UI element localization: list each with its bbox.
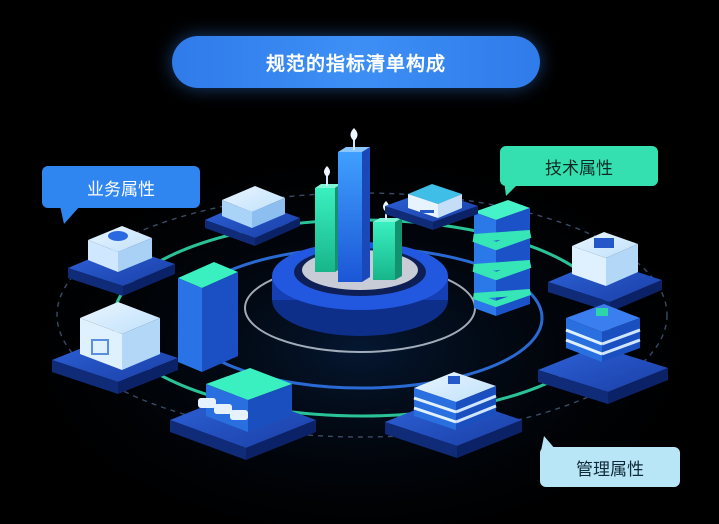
callout-business-pointer bbox=[60, 206, 80, 224]
page-title: 规范的指标清单构成 bbox=[172, 36, 540, 88]
satellite-platforms bbox=[52, 184, 668, 460]
platform-chip-stack bbox=[538, 304, 668, 404]
platform-chat-box bbox=[68, 226, 175, 296]
database-stack-right-icon bbox=[472, 200, 532, 316]
callout-technical-attributes: 技术属性 bbox=[500, 146, 658, 186]
platform-card-stack bbox=[385, 184, 478, 230]
server-column-left-icon bbox=[178, 262, 238, 372]
platform-layer-stack bbox=[385, 372, 522, 458]
callout-business-attributes: 业务属性 bbox=[42, 166, 200, 208]
callout-management-attributes: 管理属性 bbox=[540, 447, 680, 487]
platform-document-large bbox=[52, 302, 178, 394]
platform-screen-cube bbox=[548, 232, 662, 312]
platform-server-rack bbox=[170, 368, 316, 460]
bar-chart-hub-icon bbox=[315, 128, 402, 282]
platform-document-cube bbox=[171, 186, 300, 246]
